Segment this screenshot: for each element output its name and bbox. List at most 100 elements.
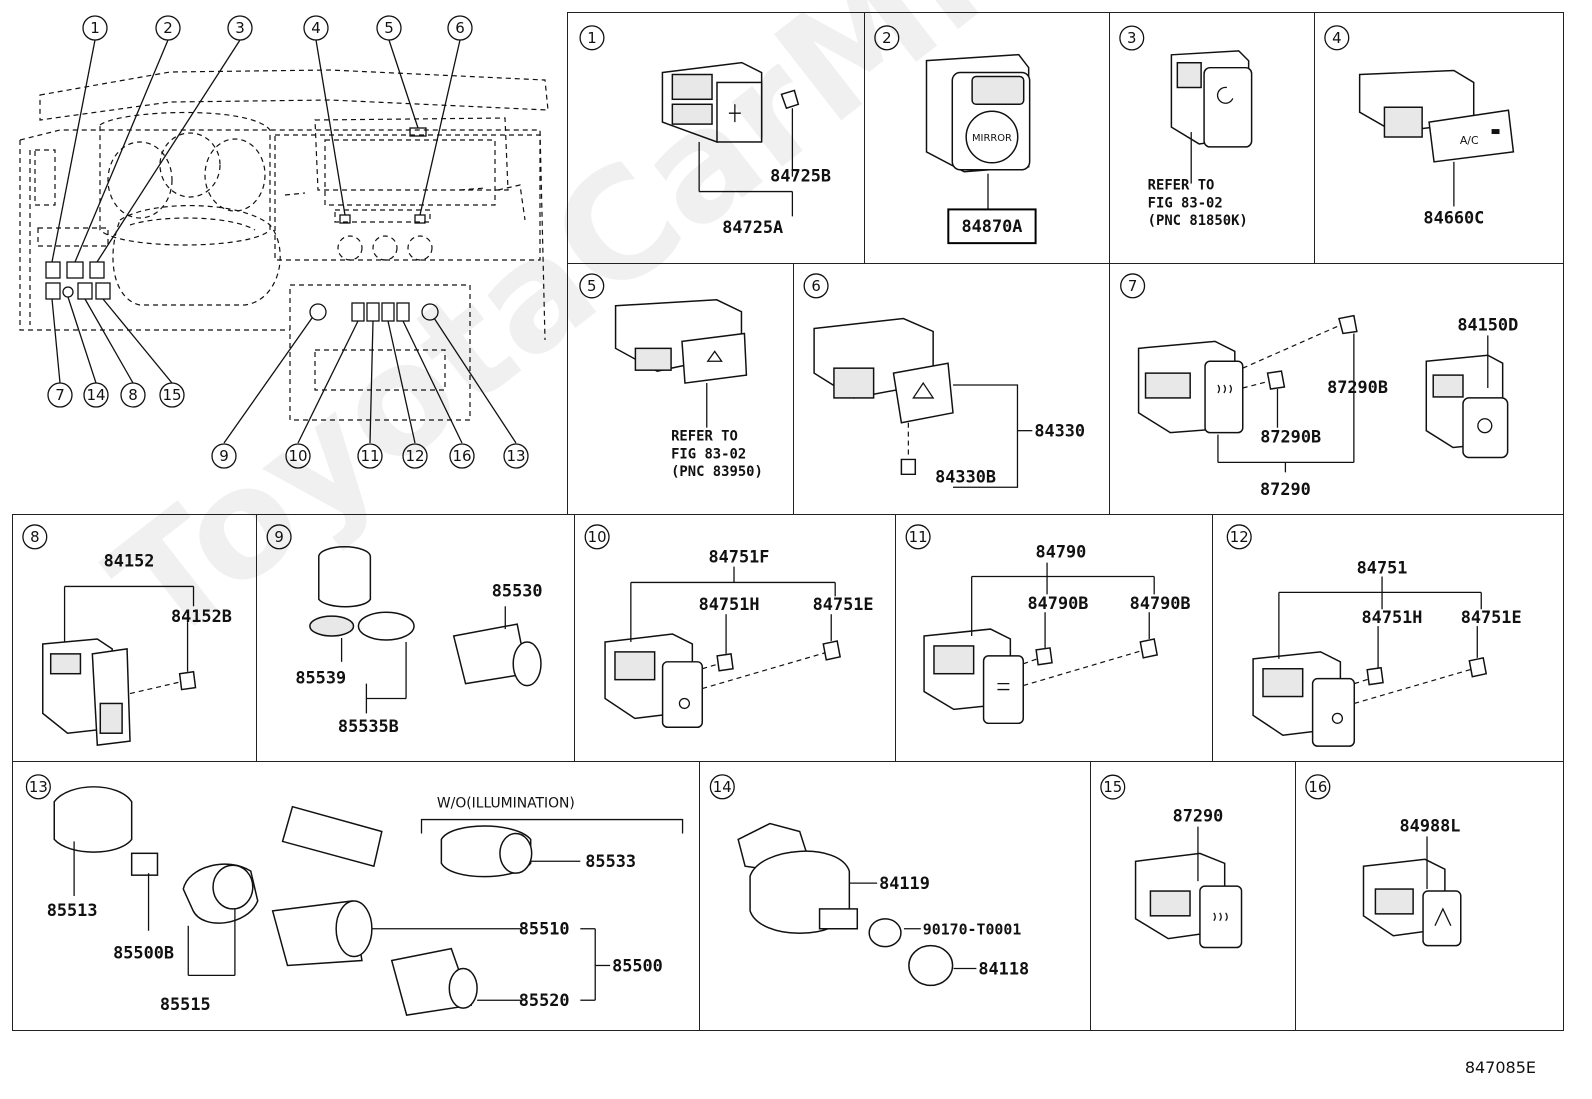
lighter-socket-illustration	[737, 822, 954, 987]
switch-part-illustration	[923, 628, 1024, 725]
parts-cell-3[interactable]: 3 REFER TO FIG 83-02 (PNC 81850K)	[1109, 12, 1315, 264]
parts-cell-1[interactable]: 1 84725B 84725A	[567, 12, 865, 264]
socket-assembly-illustration	[53, 786, 533, 1016]
mirror-switch-illustration: MIRROR	[925, 53, 1031, 173]
parts-cell-14[interactable]: 14 84119 90170-T0001 84118	[699, 761, 1091, 1031]
part-label-84751: 84751	[1357, 558, 1408, 578]
cell-number: 3	[1127, 29, 1136, 47]
callout-10: 10	[288, 447, 307, 465]
cell-number: 4	[1332, 29, 1341, 47]
part-label-87290B-upper: 87290B	[1327, 377, 1388, 397]
part-label-85520: 85520	[519, 990, 570, 1010]
part-label-84330: 84330	[1034, 421, 1085, 441]
refer-line-2: FIG 83-02	[1148, 195, 1223, 211]
cell-number: 14	[713, 778, 732, 796]
callout-1: 1	[90, 19, 100, 37]
parts-cell-16[interactable]: 16 84988L	[1295, 761, 1564, 1031]
part-label-84330B: 84330B	[935, 466, 996, 486]
part-label-84751E: 84751E	[813, 594, 874, 614]
part-label-85510: 85510	[519, 919, 570, 939]
part-label-84751H: 84751H	[1362, 607, 1423, 627]
cell-number: 16	[1308, 778, 1327, 796]
switch-part-illustration	[1170, 50, 1253, 148]
part-label-85500B: 85500B	[113, 943, 174, 963]
part-label-84725B: 84725B	[770, 166, 831, 186]
callout-6: 6	[455, 19, 465, 37]
dashboard-overview: 1 2 3 4 5 6 7 14 8 15 9 10 11 12 16 13	[0, 0, 560, 500]
mirror-button-text: MIRROR	[972, 133, 1012, 144]
ac-switch-illustration: A/C	[1358, 69, 1515, 163]
callout-2: 2	[163, 19, 173, 37]
part-label-84751H: 84751H	[699, 594, 760, 614]
callout-12: 12	[405, 447, 424, 465]
parts-cell-4[interactable]: 4 A/C 84660C	[1314, 12, 1564, 264]
part-label-85535B: 85535B	[338, 716, 399, 736]
overview-callouts-top: 1 2 3 4 5 6	[82, 15, 473, 41]
overview-callouts-bottom: 9 10 11 12 16 13	[211, 443, 529, 469]
selected-part-highlight[interactable]	[947, 208, 1037, 245]
parts-cell-12[interactable]: 12 84751 84751H 84751E	[1212, 514, 1564, 762]
part-label-85500: 85500	[612, 955, 663, 975]
part-label-84751F: 84751F	[709, 547, 770, 567]
switch-part-illustration	[604, 633, 704, 729]
hazard-switch-illustration	[813, 317, 954, 424]
cell-number: 2	[882, 29, 891, 47]
parts-cell-2[interactable]: 2 MIRROR 84870A	[864, 12, 1110, 264]
callout-8: 8	[128, 386, 138, 404]
refer-line-3: (PNC 81850K)	[1148, 213, 1248, 229]
part-label-85513: 85513	[47, 900, 98, 920]
parts-cell-8[interactable]: 8 84152 84152B	[12, 514, 257, 762]
refer-line-1: REFER TO	[671, 429, 738, 445]
part-label-84152B: 84152B	[171, 606, 232, 626]
part-label-87290: 87290	[1260, 479, 1311, 499]
callout-13: 13	[506, 447, 525, 465]
cell-number: 6	[811, 277, 820, 295]
part-label-84988L: 84988L	[1400, 815, 1461, 835]
part-label-84725A: 84725A	[722, 217, 783, 237]
seat-heater-switch-illustration	[1134, 852, 1243, 949]
cell-number: 1	[587, 29, 596, 47]
refer-line-2: FIG 83-02	[671, 446, 746, 462]
parts-cell-10[interactable]: 10 84751F 84751H 84751E	[574, 514, 896, 762]
parts-cell-15[interactable]: 15 87290	[1090, 761, 1296, 1031]
parts-cell-13[interactable]: 13 W/O(ILLUMINATION) 85513 85533 85500B …	[12, 761, 700, 1031]
part-label-85530: 85530	[492, 580, 543, 600]
seat-heater-switch-illustration	[1137, 340, 1244, 434]
cell-number: 10	[588, 528, 607, 546]
parts-cell-5[interactable]: 5 REFER TO FIG 83-02 (PNC 83950)	[567, 263, 794, 515]
part-label-84150D: 84150D	[1457, 314, 1518, 334]
refer-line-1: REFER TO	[1148, 177, 1215, 193]
dimmer-switch-illustration	[42, 638, 131, 746]
callout-16: 16	[452, 447, 471, 465]
cell-number: 9	[274, 528, 283, 546]
part-label-87290: 87290	[1173, 806, 1224, 826]
fog-lamp-switch-illustration	[1425, 354, 1509, 459]
part-label-85539: 85539	[295, 668, 346, 688]
switch-part-illustration	[614, 299, 748, 384]
cell-number: 5	[587, 277, 596, 295]
callout-9: 9	[219, 447, 229, 465]
part-label-85515: 85515	[160, 994, 211, 1014]
part-label-90170-T0001: 90170-T0001	[923, 921, 1022, 939]
parts-cell-9[interactable]: 9 85530 85539 85535B	[256, 514, 575, 762]
callout-11: 11	[360, 447, 379, 465]
part-label-84790: 84790	[1036, 542, 1087, 562]
cell-number: 7	[1128, 277, 1137, 295]
cell-number: 8	[30, 528, 39, 546]
part-label-84152: 84152	[104, 551, 155, 571]
part-label-87290B-lower: 87290B	[1260, 427, 1321, 447]
part-label-84790B-1: 84790B	[1028, 593, 1089, 613]
callout-5: 5	[384, 19, 394, 37]
part-label-84660C: 84660C	[1423, 207, 1484, 227]
parts-cell-11[interactable]: 11 84790 84790B 84790B	[895, 514, 1213, 762]
diagram-code: 847085E	[1464, 1058, 1536, 1077]
parts-cell-7[interactable]: 7 87290B 87290B 87290 84150D	[1109, 263, 1564, 515]
overview-callouts-left: 7 14 8 15	[47, 382, 185, 408]
callout-15: 15	[162, 386, 181, 404]
cell-number: 15	[1103, 778, 1122, 796]
parts-cell-6[interactable]: 6 84330 84330B	[793, 263, 1110, 515]
cell-number: 11	[909, 528, 928, 546]
ac-button-text: A/C	[1460, 134, 1479, 147]
part-label-84870A[interactable]: 84870A	[962, 216, 1023, 236]
part-label-84119: 84119	[879, 873, 930, 893]
